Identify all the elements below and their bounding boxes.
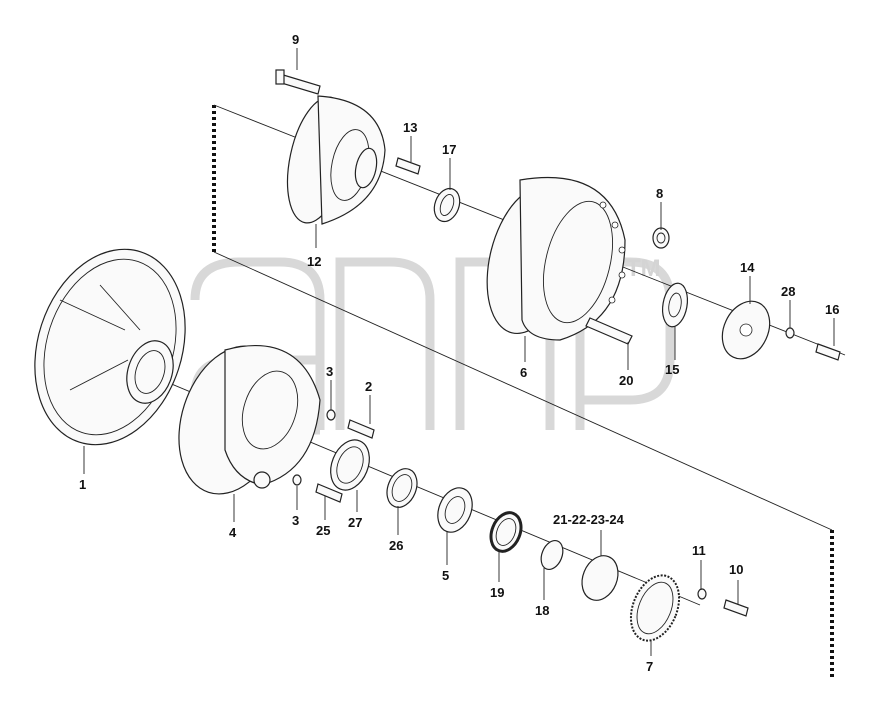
part-20-pin (585, 317, 633, 345)
part-25-bolt (315, 483, 343, 503)
part-7-toothed-ring (629, 574, 681, 642)
label-part-10: 10 (729, 562, 743, 577)
part-3-washer-lower (292, 474, 302, 486)
label-part-27: 27 (348, 515, 362, 530)
part-17-bearing-ring (433, 187, 461, 223)
watermark-text: TM (626, 255, 661, 282)
part-15-star-washer (661, 282, 689, 328)
label-part-17: 17 (442, 142, 456, 157)
label-part-13: 13 (403, 120, 417, 135)
label-part-9: 9 (292, 32, 299, 47)
label-part-11: 11 (692, 543, 706, 558)
part-8-nut (652, 227, 670, 249)
label-part-3-upper: 3 (326, 364, 333, 379)
label-part-12: 12 (307, 254, 321, 269)
part-16-bolt (815, 343, 841, 361)
part-18-ring (540, 539, 564, 571)
part-13-bolt (395, 157, 421, 175)
part-2-bolt (347, 419, 375, 439)
label-part-15: 15 (665, 362, 679, 377)
part-10-bolt (723, 599, 749, 617)
label-part-28: 28 (781, 284, 795, 299)
part-3-washer-upper (326, 409, 336, 421)
part-1-flange-cover (34, 248, 186, 446)
leader-lines (83, 48, 835, 656)
label-part-16: 16 (825, 302, 839, 317)
lower-axis-line (213, 251, 833, 531)
label-part-14: 14 (740, 260, 755, 275)
label-part-21-24: 21-22-23-24 (553, 512, 625, 527)
label-part-26: 26 (389, 538, 403, 553)
label-part-1: 1 (79, 477, 86, 492)
part-9-bolt (275, 69, 321, 95)
part-6-wheel-hub (486, 176, 626, 341)
part-21-24-shims (581, 555, 619, 601)
part-labels: 9 13 17 8 14 28 16 12 6 20 15 1 3 2 4 3 … (79, 32, 839, 674)
part-26-ring (386, 468, 418, 508)
label-part-25: 25 (316, 523, 330, 538)
part-5-bearing (437, 487, 473, 533)
label-part-2: 2 (365, 379, 372, 394)
label-part-4: 4 (229, 525, 237, 540)
part-28-washer (785, 327, 795, 339)
label-part-8: 8 (656, 186, 663, 201)
part-14-cap-plate (721, 300, 771, 360)
part-19-seal-ring (489, 511, 523, 553)
label-part-19: 19 (490, 585, 504, 600)
label-part-5: 5 (442, 568, 449, 583)
part-27-seal (330, 439, 370, 491)
part-12-hub-flange (286, 95, 386, 225)
label-part-6: 6 (520, 365, 527, 380)
part-4-housing (178, 345, 321, 495)
label-part-7: 7 (646, 659, 653, 674)
label-part-20: 20 (619, 373, 633, 388)
label-part-3-lower: 3 (292, 513, 299, 528)
part-11-washer (697, 588, 707, 600)
label-part-18: 18 (535, 603, 549, 618)
